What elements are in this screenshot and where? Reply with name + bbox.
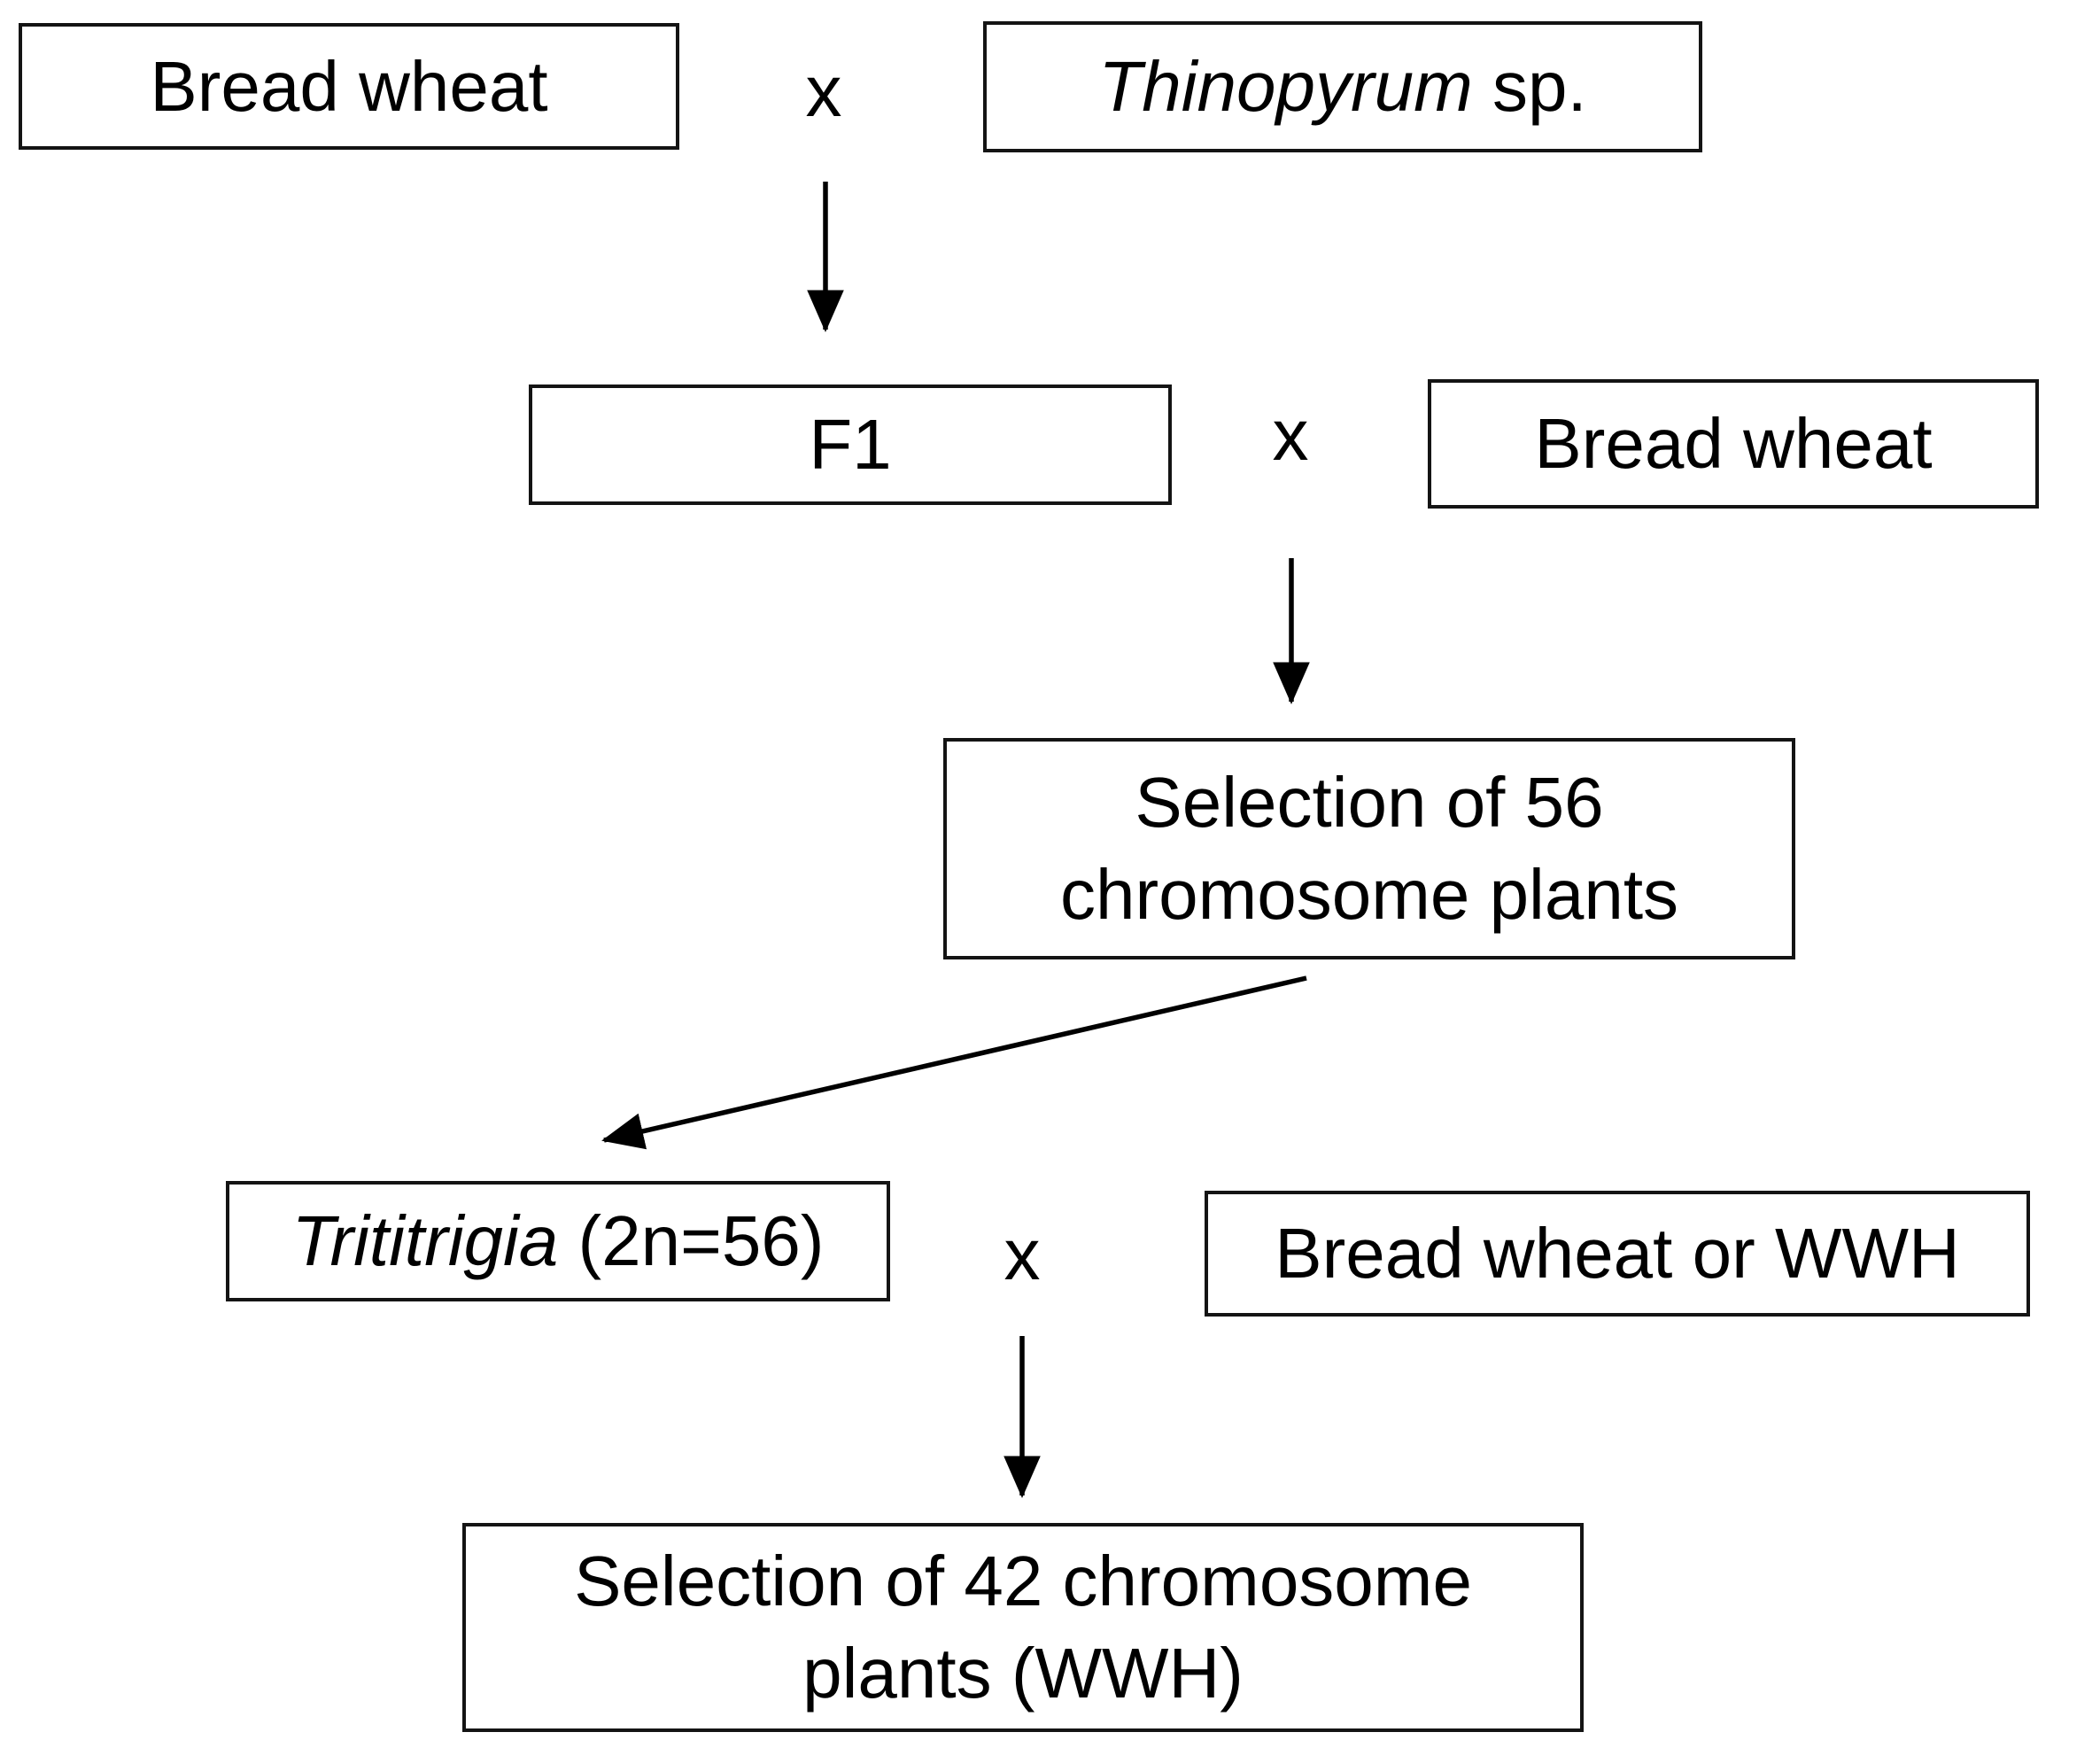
node-label-line2: plants (WWH): [802, 1634, 1244, 1713]
node-label-line2: chromosome plants: [1059, 855, 1679, 934]
node-f1: F1: [529, 385, 1172, 505]
node-thinopyrum: Thinopyrum sp.: [983, 21, 1702, 152]
node-trititrigia: Trititrigia (2n=56): [226, 1181, 890, 1301]
node-label: Bread wheat: [1534, 404, 1933, 483]
cross-symbol-2: x: [1272, 395, 1309, 476]
node-selection-42: Selection of 42 chromosome plants (WWH): [462, 1523, 1584, 1732]
node-label: F1: [809, 405, 892, 484]
node-label: Bread wheat: [150, 46, 548, 126]
arrow-selection56-to-trititrigia: [601, 975, 1307, 1150]
cross-symbol-1: x: [805, 51, 842, 132]
node-bread-wheat-or-wwh: Bread wheat or WWH: [1205, 1191, 2030, 1317]
cross-symbol-3: x: [1004, 1215, 1041, 1295]
node-label-line1: Selection of 56: [1135, 763, 1604, 842]
node-label: Bread wheat or WWH: [1275, 1214, 1960, 1293]
node-label: Trititrigia (2n=56): [291, 1201, 825, 1280]
node-bread-wheat-parent2: Bread wheat: [1428, 379, 2039, 509]
node-bread-wheat-parent1: Bread wheat: [19, 23, 679, 150]
node-selection-56: Selection of 56 chromosome plants: [943, 738, 1795, 959]
node-label-line1: Selection of 42 chromosome: [574, 1542, 1472, 1620]
node-label: Thinopyrum sp.: [1098, 47, 1587, 126]
